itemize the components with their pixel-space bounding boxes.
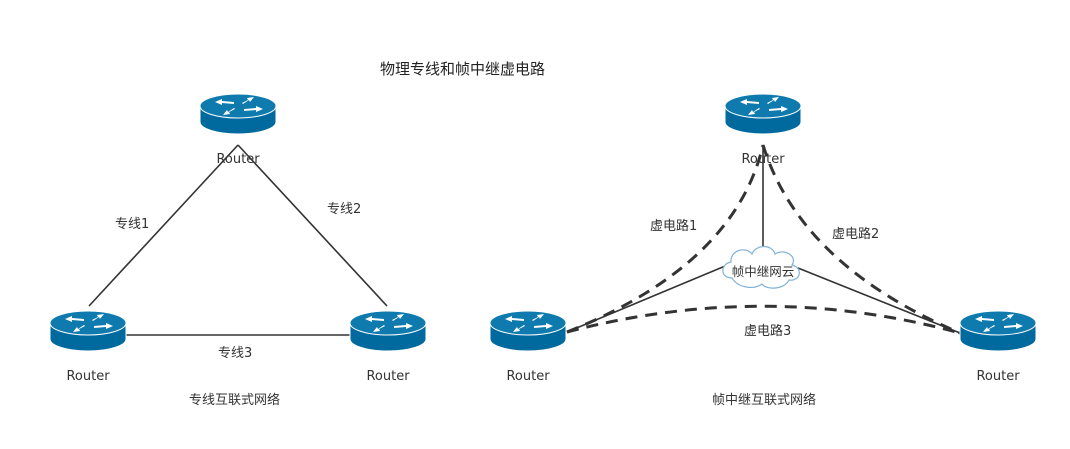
router-icon [489,310,567,352]
router-label-right-bottom-right: Router [976,369,1020,384]
router-icon [49,310,127,352]
router-label-left-bottom-right: Router [366,369,410,384]
leased-line-2-label: 专线2 [327,202,362,217]
left-caption: 专线互联式网络 [189,393,281,408]
leased-line-1 [88,144,239,307]
cloud-link-right [797,267,961,334]
left-links [88,144,388,336]
router-label-right-bottom-left: Router [506,369,550,384]
router-label-left-bottom-left: Router [66,369,110,384]
virtual-circuit-2 [761,144,961,335]
right-caption: 帧中继互联式网络 [712,393,817,408]
virtual-circuit-1-label: 虚电路1 [650,219,698,234]
router-icon [959,310,1037,352]
router-icon [349,310,427,352]
virtual-circuit-1 [566,144,765,334]
diagram-title: 物理专线和帧中继虚电路 [380,60,546,78]
virtual-circuit-3 [566,304,961,335]
virtual-circuits [566,144,961,335]
cloud-icon [722,245,800,289]
virtual-circuit-3-label: 虚电路3 [744,324,792,339]
leased-line-2 [237,144,388,307]
router-icon [724,93,802,135]
virtual-circuit-2-label: 虚电路2 [832,227,880,242]
leased-line-3-label: 专线3 [218,346,253,361]
leased-line-1-label: 专线1 [115,217,150,232]
router-label-left-top: Router [216,152,260,167]
router-label-right-top: Router [741,152,785,167]
router-icon [199,93,277,135]
cloud-label: 帧中继网云 [731,264,795,279]
